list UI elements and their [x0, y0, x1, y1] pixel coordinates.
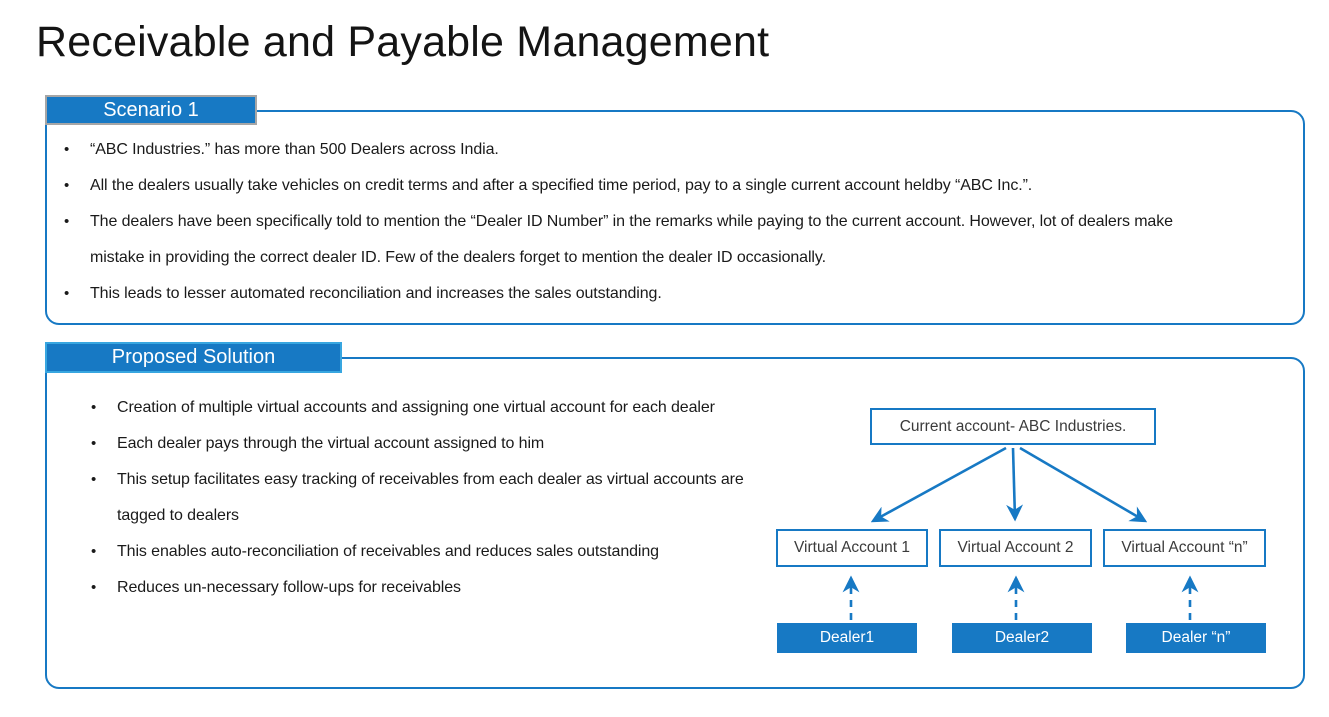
virtual-account-n-box: Virtual Account “n” [1103, 529, 1266, 567]
proposed-bullet-3: This setup facilitates easy tracking of … [89, 462, 749, 534]
proposed-bullet-list: Creation of multiple virtual accounts an… [89, 390, 749, 606]
scenario-tab-label: Scenario 1 [103, 98, 199, 121]
dealer-1-box: Dealer1 [777, 623, 917, 653]
scenario-bullet-4: This leads to lesser automated reconcili… [62, 276, 1212, 312]
scenario-tab: Scenario 1 [45, 95, 257, 125]
proposed-bullet-5: Reduces un-necessary follow-ups for rece… [89, 570, 749, 606]
dealer-n-box: Dealer “n” [1126, 623, 1266, 653]
proposed-bullet-1: Creation of multiple virtual accounts an… [89, 390, 739, 426]
proposed-bullet-2: Each dealer pays through the virtual acc… [89, 426, 749, 462]
scenario-bullet-2: All the dealers usually take vehicles on… [62, 168, 1212, 204]
proposed-bullet-4: This enables auto-reconciliation of rece… [89, 534, 659, 570]
virtual-account-2-box: Virtual Account 2 [939, 529, 1092, 567]
proposed-solution-tab-label: Proposed Solution [111, 346, 276, 368]
dealer-2-box: Dealer2 [952, 623, 1092, 653]
scenario-bullet-1: “ABC Industries.” has more than 500 Deal… [62, 132, 1212, 168]
page-title: Receivable and Payable Management [36, 18, 770, 66]
proposed-solution-tab: Proposed Solution [45, 342, 342, 373]
current-account-box: Current account- ABC Industries. [870, 408, 1156, 445]
scenario-bullet-3: The dealers have been specifically told … [62, 204, 1212, 276]
scenario-bullet-list: “ABC Industries.” has more than 500 Deal… [62, 132, 1212, 312]
virtual-account-1-box: Virtual Account 1 [776, 529, 928, 567]
